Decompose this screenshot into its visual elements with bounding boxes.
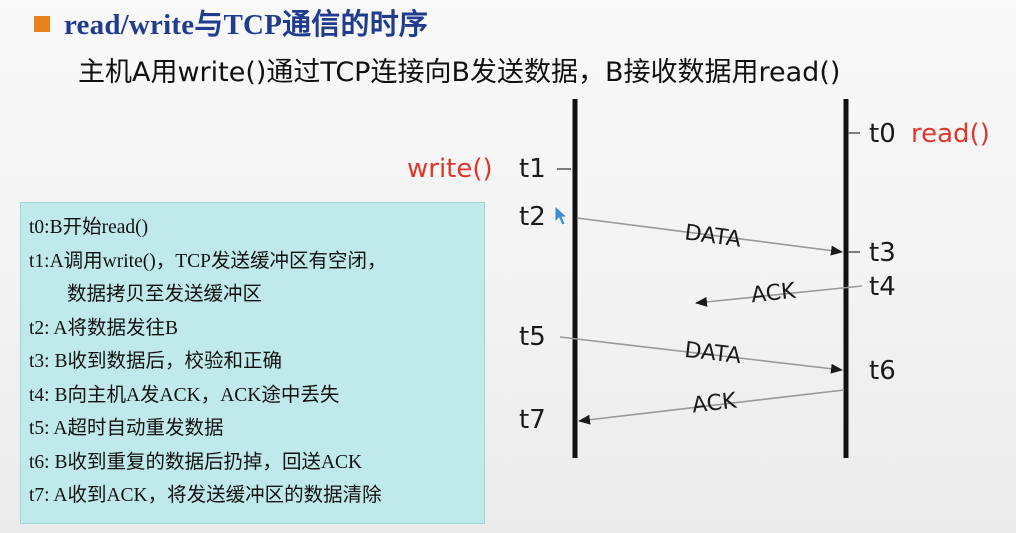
note-t5: t5: A超时自动重发数据 <box>29 418 224 439</box>
ack-label-2: ACK <box>691 389 739 419</box>
ack-arrow-2 <box>578 389 845 425</box>
time-label-t3: t3 <box>869 238 896 268</box>
cursor-icon <box>554 205 569 226</box>
time-label-t1: t1 <box>519 154 546 184</box>
data-label-1: DATA <box>683 220 742 252</box>
data-arrow-1 <box>576 217 843 256</box>
note-t2: t2: A将数据发往B <box>29 317 178 339</box>
title-bullet <box>34 16 50 32</box>
ack-label-1: ACK <box>750 279 797 309</box>
data-label-2: DATA <box>683 338 742 369</box>
time-label-t7: t7 <box>519 405 546 435</box>
read-call-label: read() <box>911 119 990 149</box>
note-t0: t0:B开始read() <box>29 217 149 238</box>
time-label-t2: t2 <box>519 202 546 232</box>
time-label-t5: t5 <box>519 322 546 352</box>
time-label-t0: t0 <box>869 119 896 149</box>
title-text: read/write与TCP通信的时序 <box>64 9 429 41</box>
slide-title: read/write与TCP通信的时序 <box>34 2 428 42</box>
time-label-t4: t4 <box>869 272 896 302</box>
note-t6: t6: B收到重复的数据后扔掉，回送ACK <box>29 451 363 473</box>
data-arrow-2 <box>559 336 843 374</box>
note-t7: t7: A收到ACK，将发送缓冲区的数据清除 <box>29 485 382 506</box>
note-t1: t1:A调用write()，TCP发送缓冲区有空闭， <box>29 250 387 272</box>
timeline-notes: t0:B开始read() t1:A调用write()，TCP发送缓冲区有空闭， … <box>20 202 485 524</box>
write-call-label: write() <box>407 154 493 184</box>
note-t4: t4: B向主机A发ACK，ACK途中丢失 <box>29 384 340 406</box>
slide-subtitle: 主机A用write()通过TCP连接向B发送数据，B接收数据用read() <box>78 57 841 88</box>
note-t3: t3: B收到数据后，校验和正确 <box>29 351 282 372</box>
time-label-t6: t6 <box>869 356 896 386</box>
ack-arrow-1 <box>695 285 863 307</box>
note-t1-continued: 数据拷贝至发送缓冲区 <box>67 284 263 305</box>
